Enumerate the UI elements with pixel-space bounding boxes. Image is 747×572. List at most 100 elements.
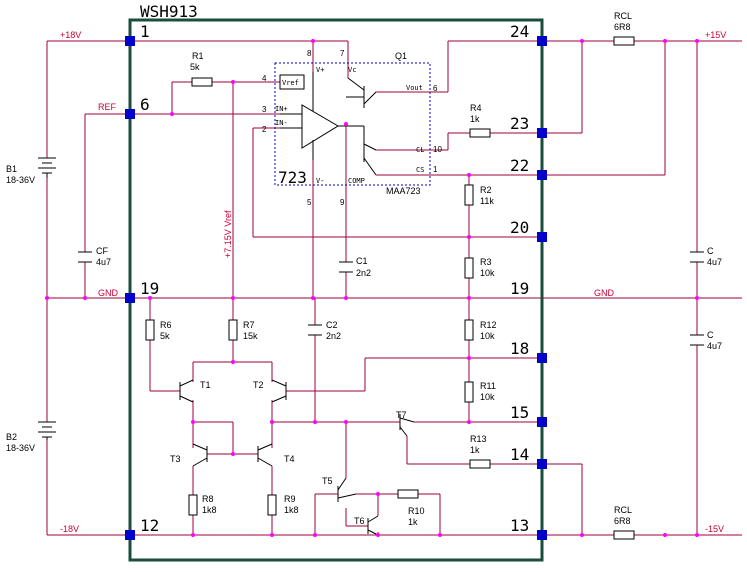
r7-value: 15k: [243, 331, 258, 341]
resistor-r8: R8 1k8: [188, 494, 217, 516]
pin-label-14: 14: [510, 445, 529, 464]
t5-label: T5: [322, 476, 333, 486]
r4-name: R4: [470, 103, 482, 113]
r8-value: 1k8: [202, 505, 217, 515]
b2-name: B2: [6, 432, 17, 442]
ic-num-3: 3: [262, 105, 267, 114]
module-outline: [128, 18, 544, 562]
ic-name: 723: [278, 168, 307, 187]
pin-label-15: 15: [510, 403, 529, 422]
r13-name: R13: [470, 434, 487, 444]
r13-value: 1k: [470, 445, 480, 455]
cap-c4: C 4u7: [690, 330, 722, 351]
pin-label-1: 1: [140, 22, 150, 41]
pad-6: [125, 109, 135, 119]
cap-c1: C1 2n2: [339, 256, 371, 278]
ic-pin-inp: IN+: [275, 105, 288, 113]
resistor-r9: R9 1k8: [267, 494, 299, 516]
ic-pin-comp: COMP: [348, 177, 365, 185]
r9-value: 1k8: [284, 505, 299, 515]
net-minus18: -18V: [60, 524, 79, 534]
b2-value: 18-36V: [6, 443, 35, 453]
pin-label-23: 23: [510, 114, 529, 133]
t6-label: T6: [354, 516, 365, 526]
pin-label-18: 18: [510, 339, 529, 358]
transistor-t5: T5: [322, 476, 357, 502]
pad-12: [125, 530, 135, 540]
c4-name: C: [707, 330, 714, 340]
ic-num-9: 9: [340, 198, 345, 207]
t3-label: T3: [170, 454, 181, 464]
ic-pin-vminus: V-: [316, 177, 324, 185]
c2-name: C2: [326, 320, 338, 330]
pin-label-19-left: 19: [140, 279, 159, 298]
net-gnd-left: GND: [98, 288, 119, 298]
ic-pin-vout: Vout: [406, 84, 423, 92]
resistor-r1: R1 5k: [190, 51, 213, 87]
t4-label: T4: [284, 454, 295, 464]
pad-13: [537, 530, 547, 540]
r7-name: R7: [243, 320, 255, 330]
ic-num-10: 10: [433, 145, 442, 154]
net-vref: +7.15V Vref: [223, 210, 233, 258]
pin-label-22: 22: [510, 156, 529, 175]
c4-value: 4u7: [707, 341, 722, 351]
b1-name: B1: [6, 164, 17, 174]
ic-num-5: 5: [307, 198, 312, 207]
resistor-r13: R13 1k: [469, 434, 491, 469]
t2-label: T2: [253, 380, 264, 390]
pin-label-20: 20: [510, 218, 529, 237]
pin-label-6: 6: [140, 95, 150, 114]
ic-outline: [274, 62, 431, 186]
c2-value: 2n2: [326, 331, 341, 341]
ic-num-4: 4: [262, 74, 267, 83]
resistor-rcl-bottom: RCL 6R8: [613, 505, 635, 540]
rcl1-name: RCL: [614, 11, 632, 21]
ic-pin-inn: IN-: [275, 119, 288, 127]
r12-name: R12: [480, 320, 497, 330]
c3-value: 4u7: [707, 257, 722, 267]
pad-15: [537, 417, 547, 427]
r6-value: 5k: [160, 331, 170, 341]
junctions: [45, 39, 699, 537]
q1-label: Q1: [395, 51, 407, 61]
r4-value: 1k: [470, 114, 480, 124]
cf-name: CF: [96, 246, 108, 256]
net-plus18: +18V: [60, 30, 81, 40]
r10-value: 1k: [408, 517, 418, 527]
pin-label-13: 13: [510, 516, 529, 535]
net-ref: REF: [98, 102, 117, 112]
rcl2-name: RCL: [614, 505, 632, 515]
ic-723: Vref IN+ IN- V+ V- Vc Vout CL CS COMP 72…: [262, 49, 442, 207]
pad-20: [537, 232, 547, 242]
net-gnd-right: GND: [594, 288, 615, 298]
r11-name: R11: [480, 381, 496, 391]
module-title: WSH913: [140, 2, 198, 21]
r2-name: R2: [480, 185, 492, 195]
r8-name: R8: [202, 494, 214, 504]
net-minus15: -15V: [705, 524, 724, 534]
pad-24: [537, 36, 547, 46]
ic-pin-cl: CL: [416, 146, 424, 154]
ic-num-6: 6: [433, 84, 438, 93]
resistor-r2: R2 11k: [464, 184, 494, 206]
r3-value: 10k: [480, 268, 495, 278]
r6-name: R6: [160, 320, 172, 330]
transistor-t7: T7: [396, 410, 415, 437]
r11-value: 10k: [480, 392, 495, 402]
r1-value: 5k: [190, 62, 200, 72]
pin-label-12: 12: [140, 516, 159, 535]
pin-label-19-right: 19: [510, 279, 529, 298]
resistor-rcl-top: RCL 6R8: [613, 11, 635, 46]
resistor-r4: R4 1k: [469, 103, 491, 138]
resistor-r3: R3 10k: [464, 257, 495, 279]
pad-18: [537, 353, 547, 363]
b1-value: 18-36V: [6, 175, 35, 185]
ic-vref-box: [279, 74, 305, 90]
resistor-r7: R7 15k: [228, 319, 258, 341]
ic-part: MAA723: [386, 186, 421, 196]
r12-value: 10k: [480, 331, 495, 341]
pad-19-left: [125, 293, 135, 303]
resistor-r10: R10 1k: [397, 489, 425, 527]
